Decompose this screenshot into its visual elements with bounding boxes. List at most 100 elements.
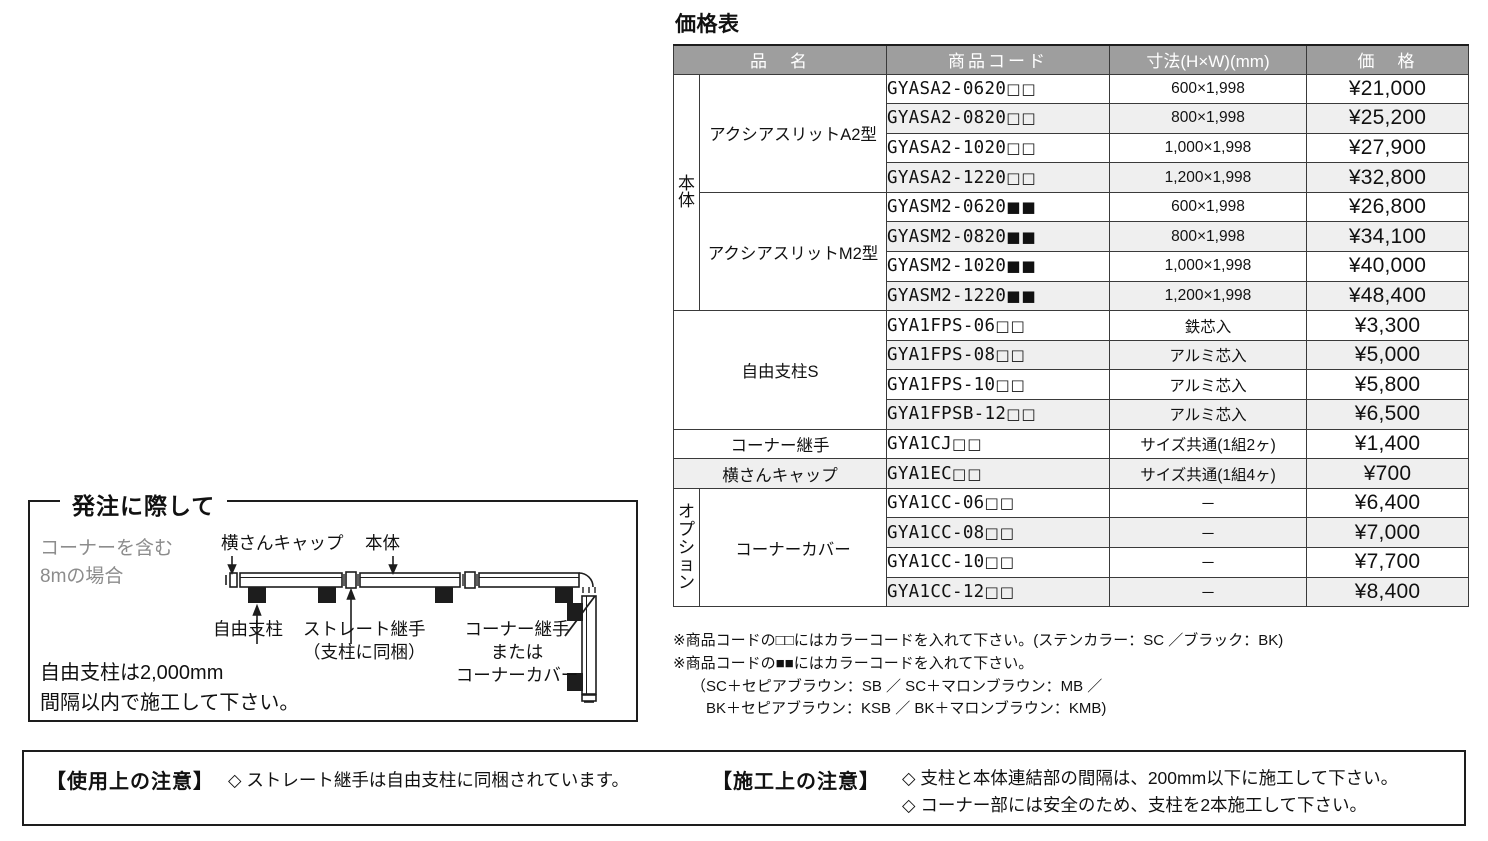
open-square-mark: □□ xyxy=(1006,109,1037,128)
legend-rule xyxy=(30,500,638,502)
gray-note-line-1: コーナーを含む xyxy=(40,538,174,559)
table-dimensions: － xyxy=(1109,576,1307,608)
table-dimensions: 600×1,998 xyxy=(1109,73,1307,105)
price-table-notes: ※商品コードの□□にはカラーコードを入れて下さい。(ステンカラー：SC ／ブラッ… xyxy=(673,630,1473,721)
table-product-name: 横さんキャップ xyxy=(673,458,887,489)
table-dimensions: 1,000×1,998 xyxy=(1109,251,1307,282)
table-dimensions: － xyxy=(1109,547,1307,578)
price-table-header-row: 品 名 商品コード 寸法(H×W)(mm) 価 格 xyxy=(673,44,1469,75)
bottom-note-line-2: 間隔以内で施工して下さい。 xyxy=(40,691,300,714)
table-price: ¥32,800 xyxy=(1306,162,1469,193)
table-product-code: GYASA2-0820□□ xyxy=(886,103,1110,134)
table-price: ¥5,800 xyxy=(1306,369,1469,401)
open-square-mark: □□ xyxy=(952,464,983,483)
note-line-1: ※商品コードの□□にはカラーコードを入れて下さい。(ステンカラー：SC ／ブラッ… xyxy=(673,632,1284,649)
open-square-mark: □□ xyxy=(984,553,1015,572)
order-panel-legend: 発注に際して xyxy=(60,487,228,521)
table-dimensions: アルミ芯入 xyxy=(1109,399,1307,430)
filled-square-mark: ■■ xyxy=(1006,286,1037,305)
table-product-name: コーナー継手 xyxy=(673,428,887,460)
table-dimensions: サイズ共通(1組4ヶ) xyxy=(1109,458,1307,489)
table-price: ¥8,400 xyxy=(1306,576,1469,608)
table-row: GYASM2-1220■■1,200×1,998¥48,400 xyxy=(674,280,1469,312)
table-product-code: GYASM2-0620■■ xyxy=(886,191,1110,223)
table-product-name: コーナーカバー xyxy=(699,487,887,608)
table-price: ¥48,400 xyxy=(1306,280,1469,312)
diagram-label-corner: コーナー継手 または コーナーカバー xyxy=(452,618,582,686)
open-square-mark: □□ xyxy=(1006,79,1037,98)
table-price: ¥1,400 xyxy=(1306,428,1469,460)
filled-square-mark: ■■ xyxy=(1006,198,1037,217)
diagram-label-cap: 横さんキャップ xyxy=(221,533,344,553)
table-row: GYA1CC-10□□－¥7,700 xyxy=(674,547,1469,578)
table-product-code: GYA1CC-10□□ xyxy=(886,547,1110,578)
table-row: GYA1CC-12□□－¥8,400 xyxy=(674,576,1469,608)
caution-bar xyxy=(22,750,1466,826)
header-price: 価 格 xyxy=(1306,44,1469,75)
table-price: ¥7,000 xyxy=(1306,517,1469,548)
table-product-code: GYA1FPS-06□□ xyxy=(886,310,1110,341)
order-panel-gray-note: コーナーを含む 8mの場合 xyxy=(40,535,173,590)
table-price: ¥27,900 xyxy=(1306,132,1469,164)
table-price: ¥34,100 xyxy=(1306,221,1469,253)
bottom-note-line-1: 自由支柱は2,000mm xyxy=(40,662,224,684)
open-square-mark: □□ xyxy=(1006,138,1037,157)
fence-schematic-diagram xyxy=(225,556,597,703)
table-dimensions: － xyxy=(1109,487,1307,519)
table-dimensions: アルミ芯入 xyxy=(1109,339,1307,371)
straight-joint-line-1: ストレート継手 xyxy=(303,619,426,639)
order-panel-bottom-note: 自由支柱は2,000mm 間隔以内で施工して下さい。 xyxy=(40,659,299,718)
install-caution-item-2: ◇ コーナー部には安全のため、支柱を2本施工して下さい。 xyxy=(902,795,1368,816)
open-square-mark: □□ xyxy=(984,582,1015,601)
table-row: GYASA2-1220□□1,200×1,998¥32,800 xyxy=(674,162,1469,193)
table-dimensions: 鉄芯入 xyxy=(1109,310,1307,341)
table-row: GYA1FPSB-12□□アルミ芯入¥6,500 xyxy=(674,399,1469,430)
header-product-code: 商品コード xyxy=(886,44,1110,75)
table-category-label: オプション xyxy=(673,487,700,608)
table-product-code: GYA1FPS-08□□ xyxy=(886,339,1110,371)
table-dimensions: アルミ芯入 xyxy=(1109,369,1307,401)
table-category-label: 本体 xyxy=(673,73,700,312)
table-price: ¥5,000 xyxy=(1306,339,1469,371)
corner-line-1: コーナー継手 xyxy=(464,619,570,639)
usage-caution-item-1: ◇ ストレート継手は自由支柱に同梱されています。 xyxy=(228,770,630,790)
open-square-mark: □□ xyxy=(1006,405,1037,424)
table-price: ¥26,800 xyxy=(1306,191,1469,223)
diagram-label-post: 自由支柱 xyxy=(213,619,283,639)
table-product-code: GYASM2-1020■■ xyxy=(886,251,1110,282)
open-square-mark: □□ xyxy=(952,434,983,453)
table-product-code: GYASA2-0620□□ xyxy=(886,73,1110,105)
straight-joint-line-2: （支柱に同梱） xyxy=(303,641,426,662)
table-product-code: GYA1FPS-10□□ xyxy=(886,369,1110,401)
table-row: GYASM2-0820■■800×1,998¥34,100 xyxy=(674,221,1469,253)
install-caution-item-1: ◇ 支柱と本体連結部の間隔は、200mm以下に施工して下さい。 xyxy=(902,768,1399,788)
header-product-name: 品 名 xyxy=(673,44,887,75)
note-line-2: ※商品コードの■■にはカラーコードを入れて下さい。 xyxy=(673,654,1034,672)
corner-line-3: コーナーカバー xyxy=(455,664,579,685)
filled-square-mark: ■■ xyxy=(1006,227,1037,246)
table-dimensions: － xyxy=(1109,517,1307,548)
install-caution-body: ◇ 支柱と本体連結部の間隔は、200mm以下に施工して下さい。 ◇ コーナー部に… xyxy=(902,765,1398,819)
note-line-4: BK＋セピアブラウン：KSB ／ BK＋マロンブラウン：KMB) xyxy=(691,700,1107,718)
table-price: ¥7,700 xyxy=(1306,547,1469,578)
open-square-mark: □□ xyxy=(995,316,1026,335)
diagram-label-body: 本体 xyxy=(365,533,400,553)
table-product-code: GYASM2-0820■■ xyxy=(886,221,1110,253)
open-square-mark: □□ xyxy=(1006,168,1037,187)
filled-square-mark: ■■ xyxy=(1006,257,1037,276)
table-dimensions: 1,200×1,998 xyxy=(1109,162,1307,193)
table-dimensions: サイズ共通(1組2ヶ) xyxy=(1109,428,1307,460)
table-row: GYASM2-1020■■1,000×1,998¥40,000 xyxy=(674,251,1469,282)
table-dimensions: 800×1,998 xyxy=(1109,221,1307,253)
table-price: ¥25,200 xyxy=(1306,103,1469,134)
header-dimensions: 寸法(H×W)(mm) xyxy=(1109,44,1307,75)
table-product-code: GYA1CJ□□ xyxy=(886,428,1110,460)
